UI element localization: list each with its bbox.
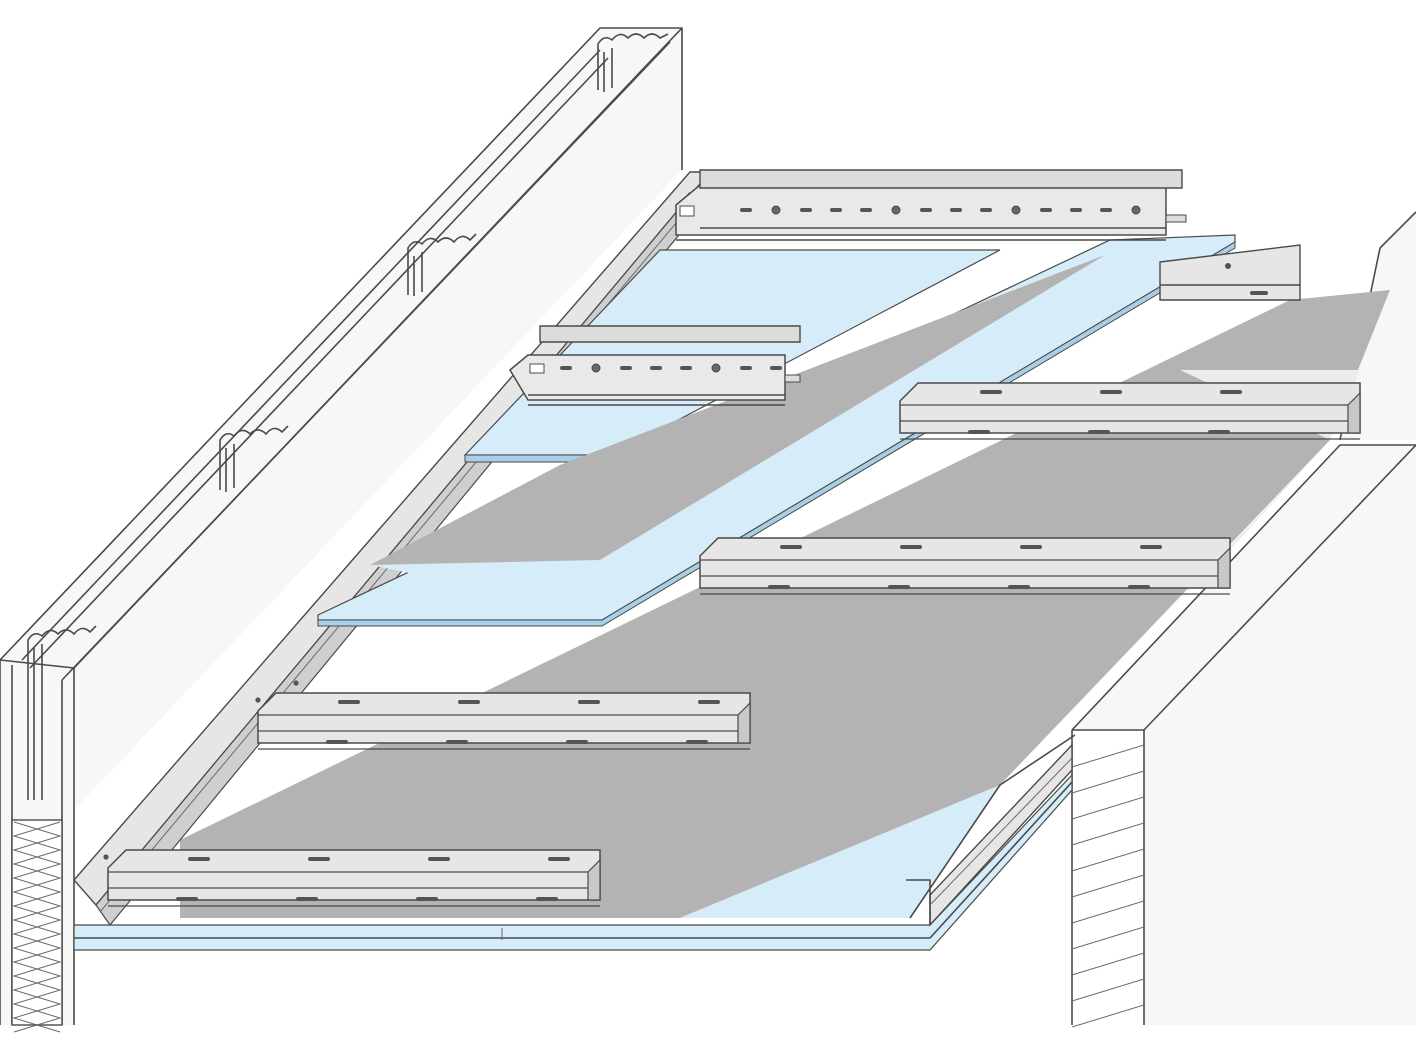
- profile-slot: [296, 897, 318, 901]
- runner-slot: [980, 208, 992, 212]
- cross-profiles: [107, 382, 1361, 907]
- bolt: [591, 363, 601, 373]
- runner-slot: [1100, 208, 1112, 212]
- bolt: [771, 205, 781, 215]
- profile-slot: [1020, 545, 1042, 549]
- profile-slot: [1008, 585, 1030, 589]
- profile-slot: [416, 897, 438, 901]
- gypsum-board-layer: [180, 290, 1390, 919]
- cross-profile: [899, 382, 1361, 440]
- profile-slot: [326, 740, 348, 744]
- profile-slot: [428, 857, 450, 861]
- runner-slot: [740, 366, 752, 370]
- wall-stud: [597, 33, 669, 92]
- profile-slot: [780, 545, 802, 549]
- profile-slot: [768, 585, 790, 589]
- profile-slot: [1088, 430, 1110, 434]
- profile-slot: [578, 700, 600, 704]
- bolt: [1131, 205, 1141, 215]
- profile-slot: [338, 700, 360, 704]
- short-main-runner: [509, 325, 801, 406]
- runner-slot: [1040, 208, 1052, 212]
- bolt: [711, 363, 721, 373]
- upper-main-runner: [675, 169, 1187, 241]
- runner-slot: [770, 366, 782, 370]
- runner-slot: [1070, 208, 1082, 212]
- runner-slot: [860, 208, 872, 212]
- cross-profile: [257, 692, 751, 750]
- runner-slot: [680, 366, 692, 370]
- runner-slot: [950, 208, 962, 212]
- wall-stud: [219, 425, 289, 492]
- profile-slot: [458, 700, 480, 704]
- wall-stud: [27, 625, 97, 800]
- wall-stud: [407, 233, 477, 296]
- profile-slot: [566, 740, 588, 744]
- profile-slot: [968, 430, 990, 434]
- cross-profile: [107, 849, 601, 907]
- profile-slot: [888, 585, 910, 589]
- runner-slot: [830, 208, 842, 212]
- profile-slot: [1140, 545, 1162, 549]
- profile-slot: [1100, 390, 1122, 394]
- runner-slot: [620, 366, 632, 370]
- profile-slot: [686, 740, 708, 744]
- profile-slot: [188, 857, 210, 861]
- runner-slot: [800, 208, 812, 212]
- right-runner: [1159, 244, 1301, 301]
- profile-slot: [900, 545, 922, 549]
- runner-slot: [650, 366, 662, 370]
- profile-slot: [536, 897, 558, 901]
- profile-slot: [548, 857, 570, 861]
- left-stud-wall: [0, 27, 683, 1033]
- bolt: [891, 205, 901, 215]
- cross-profile: [699, 537, 1231, 595]
- mineral-board-upper: [370, 249, 1105, 565]
- profile-slot: [980, 390, 1002, 394]
- runner-slot: [560, 366, 572, 370]
- profile-slot: [1128, 585, 1150, 589]
- insulation-batt: [11, 819, 63, 1033]
- runner-slot: [920, 208, 932, 212]
- profile-slot: [1208, 430, 1230, 434]
- profile-slot: [446, 740, 468, 744]
- profile-slot: [308, 857, 330, 861]
- profile-slot: [1220, 390, 1242, 394]
- profile-slot: [176, 897, 198, 901]
- runner-slot: [740, 208, 752, 212]
- bolt: [1011, 205, 1021, 215]
- profile-slot: [698, 700, 720, 704]
